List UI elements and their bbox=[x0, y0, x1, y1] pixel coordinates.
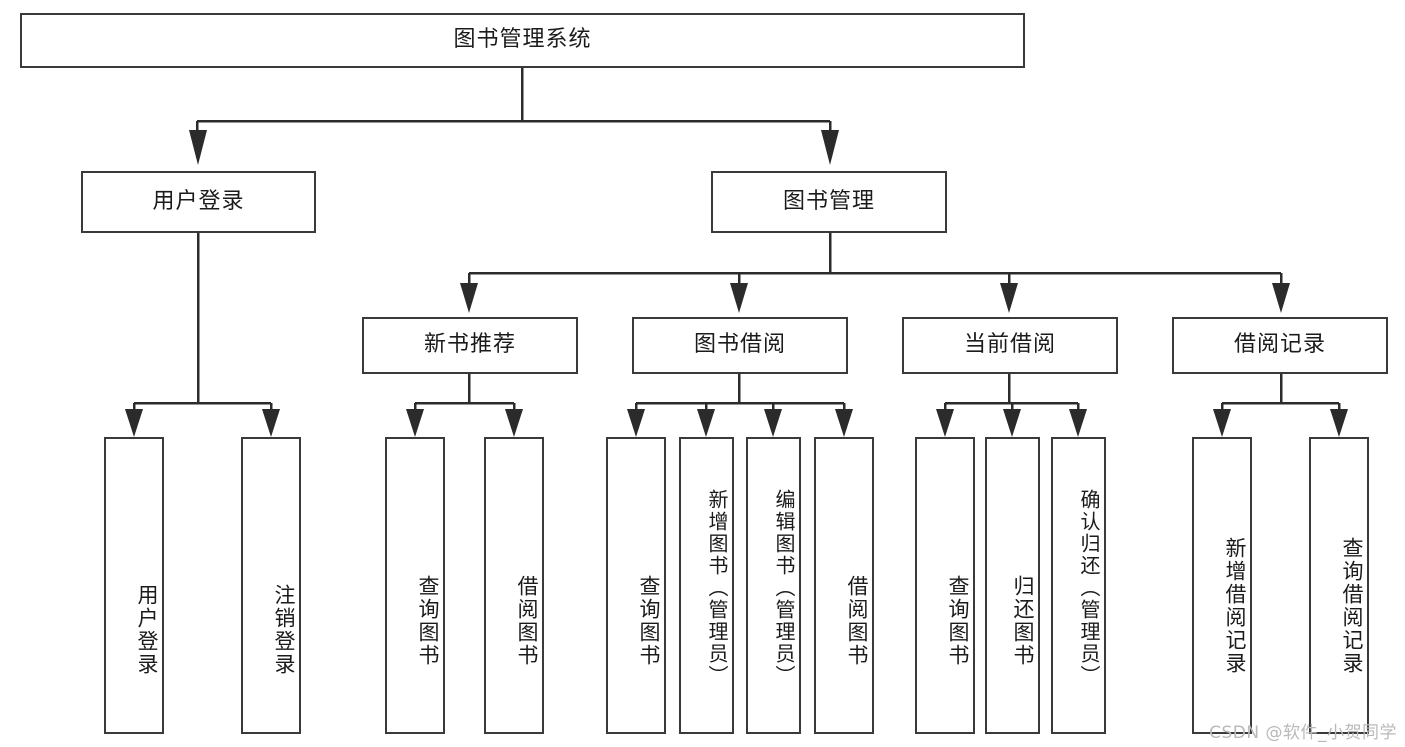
leaf-query-book-recommend-label: 查询图书 bbox=[416, 574, 440, 667]
node-current-borrow-label: 当前借阅 bbox=[963, 332, 1056, 358]
leaf-add-borrow-record[interactable]: 新增借阅记录 bbox=[1192, 437, 1252, 734]
leaf-borrow-book-borrow-label: 借阅图书 bbox=[845, 574, 869, 667]
leaf-user-login[interactable]: 用户登录 bbox=[104, 437, 164, 734]
leaf-add-book-admin[interactable]: 新增图书（管理员） bbox=[679, 437, 734, 734]
node-root-system-label: 图书管理系统 bbox=[453, 27, 592, 53]
node-new-book-recommend[interactable]: 新书推荐 bbox=[362, 317, 578, 374]
leaf-confirm-return-admin[interactable]: 确认归还（管理员） bbox=[1051, 437, 1106, 734]
leaf-query-book-current-label: 查询图书 bbox=[946, 574, 970, 667]
leaf-edit-book-admin[interactable]: 编辑图书（管理员） bbox=[746, 437, 801, 734]
node-book-management-label: 图书管理 bbox=[782, 188, 875, 214]
node-new-book-recommend-label: 新书推荐 bbox=[423, 332, 516, 358]
csdn-watermark: CSDN @软件_小贺同学 bbox=[1209, 723, 1397, 743]
leaf-return-book-label: 归还图书 bbox=[1011, 574, 1035, 667]
node-borrow-record-label: 借阅记录 bbox=[1233, 332, 1326, 358]
leaf-query-book-recommend[interactable]: 查询图书 bbox=[385, 437, 445, 734]
node-book-borrow[interactable]: 图书借阅 bbox=[632, 317, 848, 374]
leaf-borrow-book-recommend-label: 借阅图书 bbox=[515, 574, 539, 667]
node-borrow-record[interactable]: 借阅记录 bbox=[1172, 317, 1388, 374]
node-user-login-label: 用户登录 bbox=[152, 188, 245, 214]
leaf-logout-login-label: 注销登录 bbox=[272, 583, 296, 676]
leaf-user-login-label: 用户登录 bbox=[135, 583, 159, 676]
node-book-borrow-label: 图书借阅 bbox=[693, 332, 786, 358]
leaf-confirm-return-admin-label: 确认归还（管理员） bbox=[1077, 488, 1101, 687]
node-current-borrow[interactable]: 当前借阅 bbox=[902, 317, 1118, 374]
leaf-borrow-book-recommend[interactable]: 借阅图书 bbox=[484, 437, 544, 734]
leaf-query-book-borrow-label: 查询图书 bbox=[637, 574, 661, 667]
leaf-borrow-book-borrow[interactable]: 借阅图书 bbox=[814, 437, 874, 734]
node-book-management[interactable]: 图书管理 bbox=[711, 171, 947, 233]
leaf-logout-login[interactable]: 注销登录 bbox=[241, 437, 301, 734]
node-root-system[interactable]: 图书管理系统 bbox=[20, 13, 1025, 68]
leaf-query-book-current[interactable]: 查询图书 bbox=[915, 437, 975, 734]
leaf-query-borrow-record-label: 查询借阅记录 bbox=[1340, 536, 1364, 675]
leaf-add-borrow-record-label: 新增借阅记录 bbox=[1223, 536, 1247, 675]
leaf-query-borrow-record[interactable]: 查询借阅记录 bbox=[1309, 437, 1369, 734]
leaf-return-book[interactable]: 归还图书 bbox=[985, 437, 1040, 734]
leaf-query-book-borrow[interactable]: 查询图书 bbox=[606, 437, 666, 734]
leaf-edit-book-admin-label: 编辑图书（管理员） bbox=[772, 488, 796, 687]
leaf-add-book-admin-label: 新增图书（管理员） bbox=[705, 488, 729, 687]
node-user-login[interactable]: 用户登录 bbox=[81, 171, 316, 233]
